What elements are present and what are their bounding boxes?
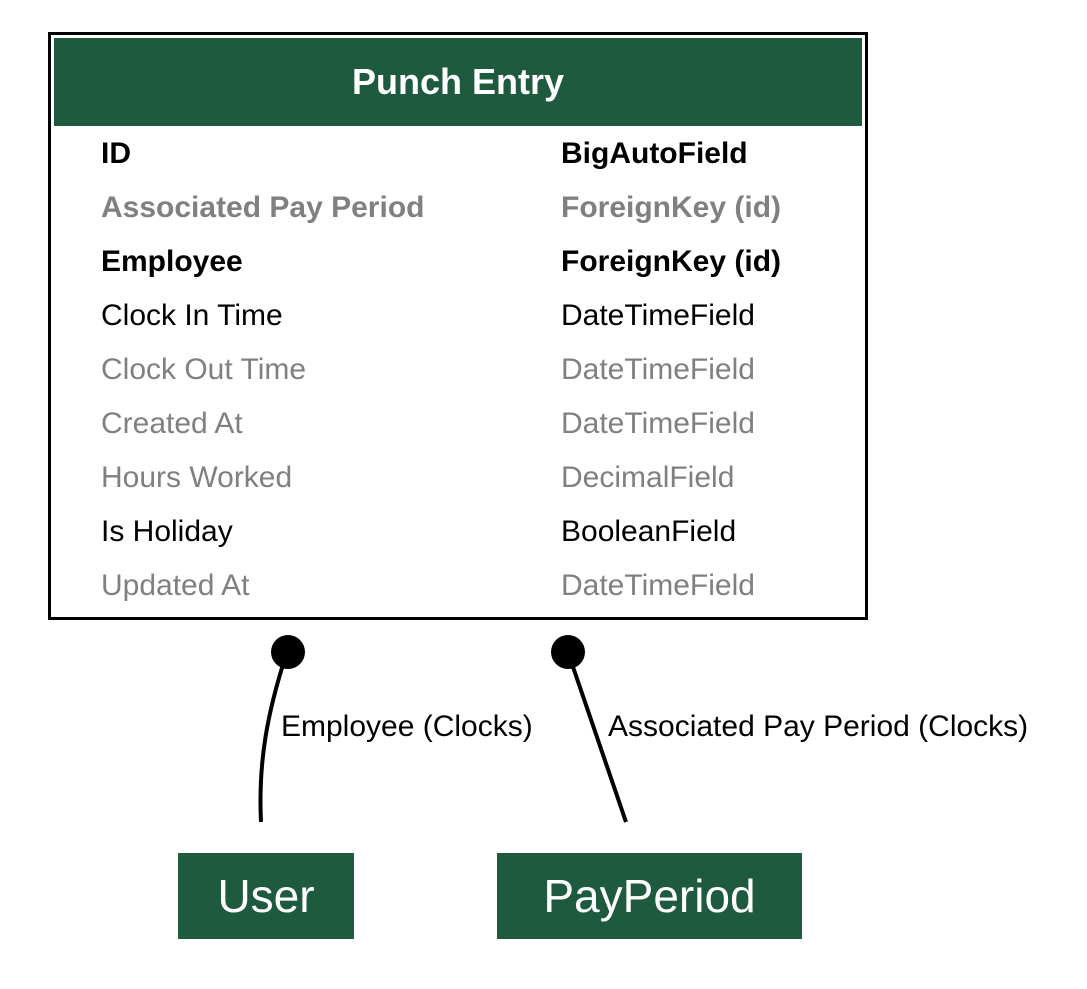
field-row-associated-pay-period: Associated Pay Period ForeignKey (id) [51, 181, 865, 235]
field-type: DateTimeField [561, 353, 755, 386]
field-type: DateTimeField [561, 407, 755, 440]
field-name: ID [101, 137, 131, 170]
field-name: Associated Pay Period [101, 191, 425, 224]
field-type: DateTimeField [561, 569, 755, 602]
field-name: Employee [101, 245, 243, 278]
edge-payperiod [570, 663, 628, 823]
edge-payperiod-dot [551, 635, 585, 669]
field-row-employee: Employee ForeignKey (id) [51, 235, 865, 289]
field-type: DateTimeField [561, 299, 755, 332]
punch-entry-table[interactable]: Punch Entry ID BigAutoField Associated P… [48, 32, 868, 620]
field-name: Hours Worked [101, 461, 293, 494]
edge-label-employee: Employee (Clocks) [281, 710, 533, 743]
field-type: ForeignKey (id) [561, 245, 782, 278]
field-type: BooleanField [561, 515, 737, 548]
edge-employee-dot [271, 635, 305, 669]
field-row-clock-in-time: Clock In Time DateTimeField [51, 289, 865, 343]
field-name: Is Holiday [101, 515, 233, 548]
field-row-clock-out-time: Clock Out Time DateTimeField [51, 343, 865, 397]
field-row-id: ID BigAutoField [51, 127, 865, 181]
field-type: DecimalField [561, 461, 735, 494]
node-user[interactable]: User [178, 853, 354, 939]
edge-employee-user [258, 651, 289, 823]
field-name: Clock Out Time [101, 353, 307, 386]
field-row-updated-at: Updated At DateTimeField [51, 559, 865, 613]
field-name: Created At [101, 407, 243, 440]
field-type: BigAutoField [561, 137, 748, 170]
field-row-is-holiday: Is Holiday BooleanField [51, 505, 865, 559]
field-type: ForeignKey (id) [561, 191, 782, 224]
field-row-hours-worked: Hours Worked DecimalField [51, 451, 865, 505]
field-row-created-at: Created At DateTimeField [51, 397, 865, 451]
field-name: Updated At [101, 569, 250, 602]
field-name: Clock In Time [101, 299, 283, 332]
edge-label-pay-period: Associated Pay Period (Clocks) [608, 710, 1029, 743]
entity-title: Punch Entry [54, 38, 862, 126]
node-payperiod[interactable]: PayPeriod [497, 853, 802, 939]
